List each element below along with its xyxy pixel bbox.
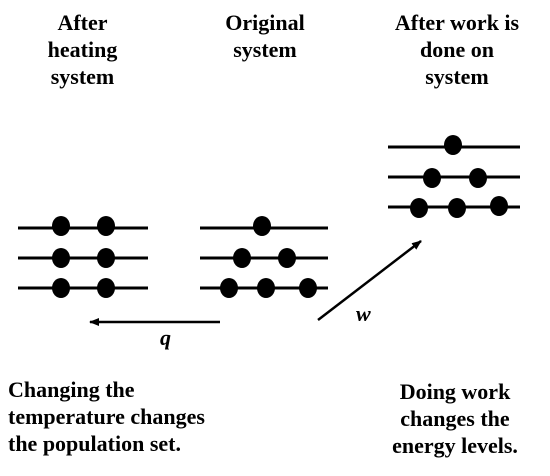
particle	[444, 135, 462, 155]
particle	[52, 248, 70, 268]
particle	[299, 278, 317, 298]
right-caption-line: changes the	[400, 406, 510, 431]
after-heating-title: After heating system	[20, 9, 145, 90]
particle	[448, 198, 466, 218]
original-title-line: system	[233, 37, 297, 62]
right-caption: Doing work changes the energy levels.	[365, 378, 545, 459]
particle	[52, 278, 70, 298]
original-energy-levels	[200, 216, 328, 298]
particle	[257, 278, 275, 298]
after-heating-title-line: system	[50, 64, 115, 89]
right-caption-line: energy levels.	[392, 433, 518, 458]
after-work-title-line: done on	[420, 37, 494, 62]
particle	[490, 196, 508, 216]
right-caption-line: Doing work	[399, 379, 511, 404]
left-caption: Changing the temperature changes the pop…	[8, 376, 205, 457]
after-work-title-line: system	[425, 64, 489, 89]
work-symbol-w: w	[356, 301, 371, 326]
after-work-energy-levels	[388, 135, 520, 218]
after-work-title-line: After work is	[394, 10, 520, 35]
particle	[97, 278, 115, 298]
particle	[469, 168, 487, 188]
left-caption-line: Changing the	[8, 377, 135, 402]
particle	[220, 278, 238, 298]
left-caption-line: the population set.	[8, 431, 181, 456]
after-heating-title-line: heating	[47, 37, 118, 62]
left-caption-line: temperature changes	[8, 404, 205, 429]
original-title-line: Original	[225, 10, 305, 35]
after-heating-energy-levels	[18, 216, 148, 298]
particle	[278, 248, 296, 268]
particle	[97, 248, 115, 268]
particle	[423, 168, 441, 188]
work-arrow	[317, 240, 422, 321]
after-work-title: After work is done on system	[372, 9, 542, 90]
particle	[253, 216, 271, 236]
particle	[52, 216, 70, 236]
original-system-title: Original system	[200, 9, 330, 63]
heat-symbol-q: q	[160, 325, 171, 350]
particle	[97, 216, 115, 236]
particle	[233, 248, 251, 268]
particle	[410, 198, 428, 218]
after-heating-title-line: After	[57, 10, 108, 35]
